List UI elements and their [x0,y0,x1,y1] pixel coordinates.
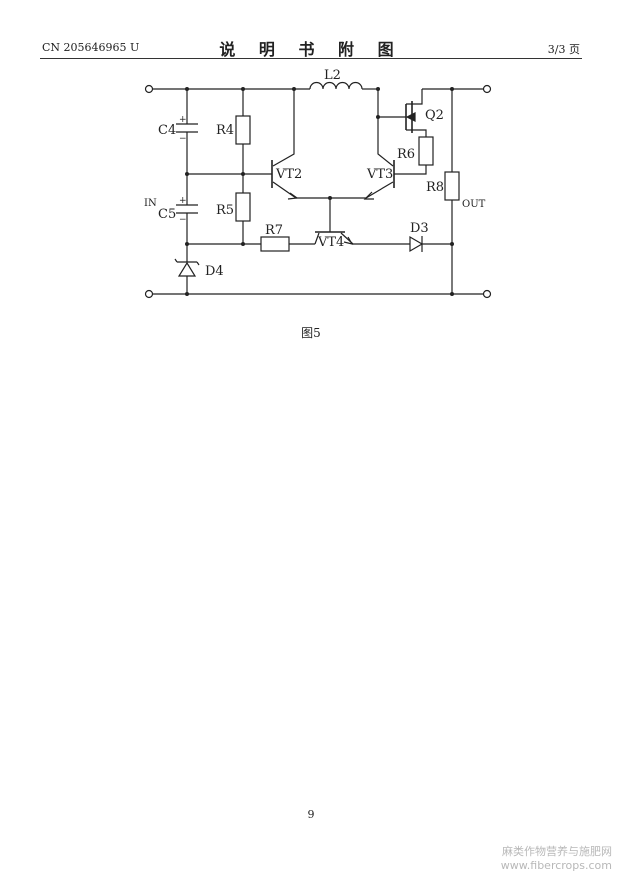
label-r6: R6 [397,147,415,162]
page-count: 3/3 页 [547,43,580,56]
label-c4: C4 [158,123,176,138]
label-vt2: VT2 [275,167,302,182]
resistor-r4 [235,115,251,145]
resistor-r6 [418,136,434,166]
label-q2: Q2 [425,108,444,123]
transistor-vt3-collector [377,89,394,167]
vt2-emitter-arrow [287,192,299,200]
c5-plus-mark: + [179,196,187,206]
watermark: 麻类作物营养与施肥网 www.fibercrops.com [501,845,612,873]
label-c5: C5 [158,207,176,222]
label-vt3: VT3 [366,167,393,182]
q2-arrow [405,112,416,122]
watermark-line-1: 麻类作物营养与施肥网 [502,845,612,858]
zener-d4 [174,258,200,277]
vt3-emitter-arrow [363,191,374,200]
transistor-vt3-emitter [355,181,394,199]
label-r4: R4 [216,123,234,138]
label-r8: R8 [426,180,444,195]
wire-vt3-base [394,165,427,175]
watermark-line-2: www.fibercrops.com [500,859,612,872]
resistor-r7 [260,236,290,252]
input-terminal-top [144,84,154,94]
patent-number: CN 205646965 U [42,41,140,54]
transistor-vt2-emitter [272,181,355,199]
transistor-vt4-emitter [340,232,410,245]
figure-caption: 图5 [301,326,321,340]
output-terminal-bottom [482,289,492,299]
label-vt4: VT4 [317,235,344,250]
inductor-l2 [309,81,363,90]
diode-d3 [409,235,424,253]
header-divider [40,58,582,59]
capacitor-c4 [176,123,198,133]
resistor-r5 [235,192,251,222]
q2-lower-lead [406,129,427,137]
label-r7: R7 [265,223,283,238]
c4-minus-mark: − [179,134,187,144]
label-in: IN [144,198,157,209]
label-d4: D4 [205,264,224,279]
transistor-vt4-collector [314,232,320,245]
junction-dots [185,87,454,296]
page-title: 说 明 书 附 图 [219,40,403,59]
c5-minus-mark: − [179,215,187,225]
label-out: OUT [462,199,486,210]
output-terminal-top [482,84,492,94]
q2-drain-lead [406,89,423,105]
page-number: 9 [307,808,315,821]
transistor-vt2-collector [272,89,295,167]
c4-plus-mark: + [179,115,187,125]
capacitor-c5 [176,204,198,214]
vt4-emitter-arrow [343,236,354,245]
input-terminal-bottom [144,289,154,299]
label-d3: D3 [410,221,429,236]
resistor-r8 [444,171,460,201]
label-r5: R5 [216,203,234,218]
label-l2: L2 [324,68,341,83]
